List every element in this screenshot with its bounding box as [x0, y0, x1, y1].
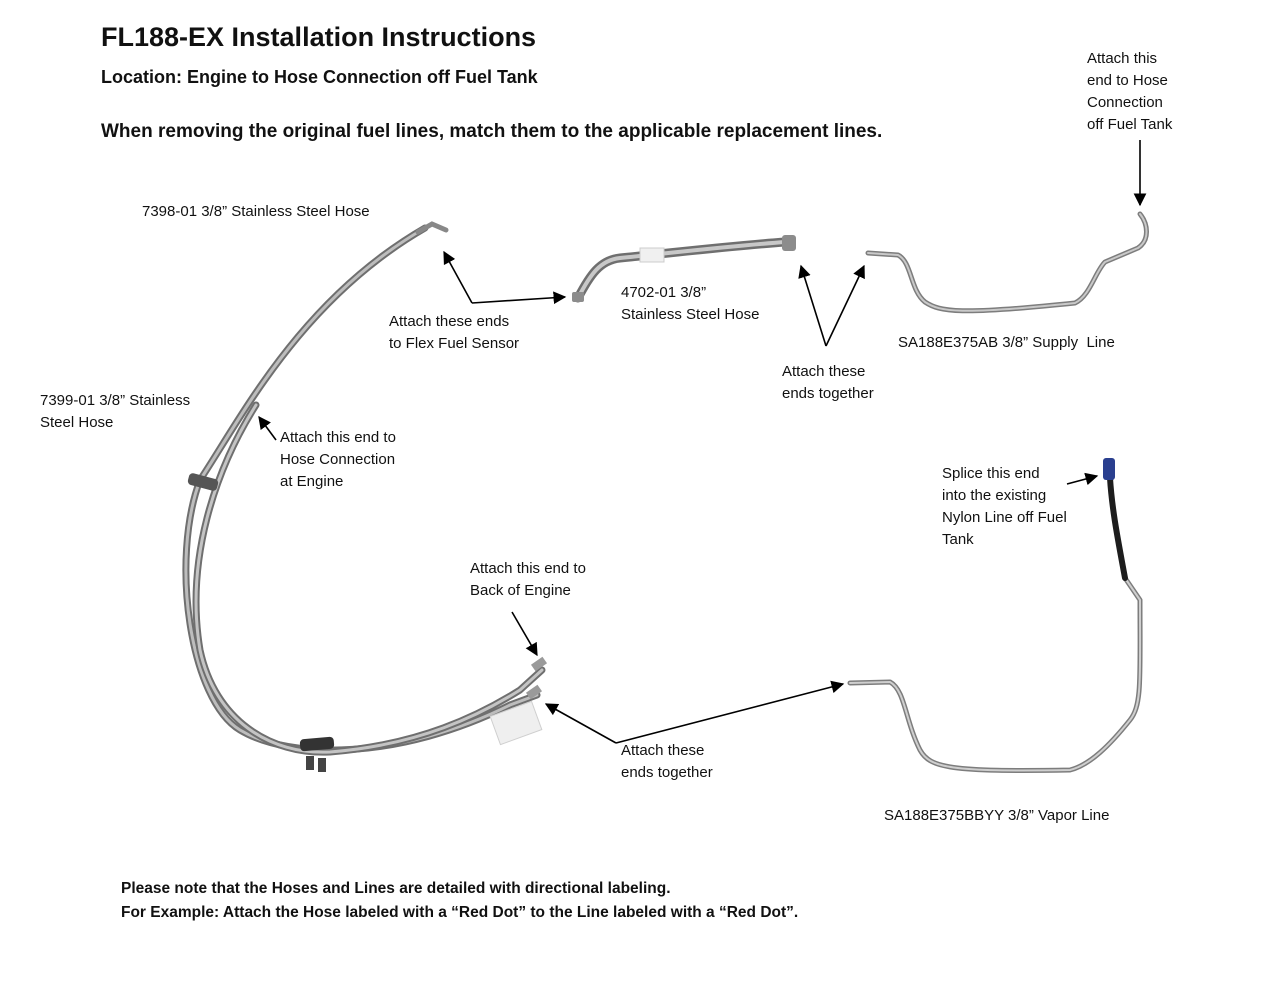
footer-note-1: Please note that the Hoses and Lines are…: [121, 880, 671, 897]
callout-fuel-tank-connection: Attach this end to Hose Connection off F…: [1087, 50, 1173, 133]
callout-engine-hose-connection: Attach this end to Hose Connection at En…: [280, 429, 396, 490]
label-hose-7399: 7399-01 3/8” Stainless Steel Hose: [40, 392, 191, 431]
label-hose-7398: 7398-01 3/8” Stainless Steel Hose: [142, 203, 370, 220]
callout-ends-together-top: Attach these ends together: [782, 363, 874, 402]
label-hose-4702: 4702-01 3/8” Stainless Steel Hose: [621, 284, 760, 323]
location-subtitle: Location: Engine to Hose Connection off …: [101, 67, 538, 87]
instruction-text: When removing the original fuel lines, m…: [101, 121, 883, 142]
supply-line-drawing: [865, 211, 1149, 314]
hose-4702-drawing: [572, 235, 796, 303]
hose-7398-7399-drawing: [182, 221, 548, 772]
label-supply-line: SA188E375AB 3/8” Supply Line: [898, 334, 1115, 351]
vapor-line-drawing: [847, 458, 1143, 773]
callout-arrows: [258, 140, 1147, 744]
page-title: FL188-EX Installation Instructions: [101, 22, 537, 52]
callout-back-of-engine: Attach this end to Back of Engine: [470, 560, 586, 599]
label-vapor-line: SA188E375BBYY 3/8” Vapor Line: [884, 807, 1110, 824]
callout-flex-fuel-sensor: Attach these ends to Flex Fuel Sensor: [389, 313, 520, 352]
callout-ends-together-bottom: Attach these ends together: [621, 742, 713, 781]
footer-note-2: For Example: Attach the Hose labeled wit…: [121, 904, 799, 921]
callout-splice-nylon-line: Splice this end into the existing Nylon …: [942, 465, 1067, 548]
